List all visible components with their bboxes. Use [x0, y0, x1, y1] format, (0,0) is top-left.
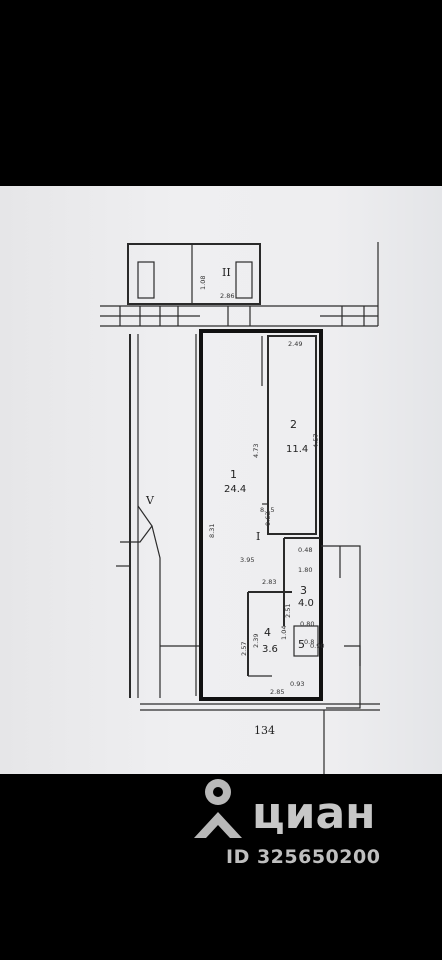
room-2-area: 11.4: [286, 444, 308, 455]
right-annex-cell: [344, 645, 361, 666]
room-3-number: 3: [300, 584, 307, 597]
listing-id: ID 325650200: [226, 846, 381, 868]
main-roman-label: I: [256, 530, 260, 543]
annex-roman-label: II: [222, 266, 231, 279]
dim-3-95: 3.95: [240, 556, 254, 564]
room-4-area: 3.6: [262, 644, 278, 655]
dim-1-04: 1.04: [280, 626, 288, 640]
dim-0-90: 0.90: [310, 642, 324, 650]
floor-plan: 1 24.4 2 11.4 3 4.0 4 3.6 5 0.8 II V I 1…: [100, 242, 380, 774]
annex-window-left: [137, 261, 155, 299]
cian-watermark: циан ID 325650200: [190, 776, 430, 876]
dim-2-86: 2.86: [220, 292, 234, 300]
unit-outline: [199, 329, 323, 701]
annex-outline: [127, 243, 261, 305]
room-1-number: 1: [230, 468, 237, 481]
dim-0-93: 0.93: [290, 680, 304, 688]
room-2-number: 2: [290, 418, 297, 431]
corridor-bend-inner: [151, 525, 161, 698]
dim-0-63: 0.63: [264, 512, 272, 526]
corridor-roman-label: V: [145, 494, 155, 507]
room-5-area: 0.8: [304, 638, 314, 646]
dim-0-80: 0.80: [300, 620, 314, 628]
annex-window-right: [235, 261, 253, 299]
dim-8-31: 8.31: [208, 524, 216, 538]
floor-plan-photo: 1 24.4 2 11.4 3 4.0 4 3.6 5 0.8 II V I 1…: [0, 186, 442, 774]
room-5-outline: [293, 625, 319, 657]
dim-8-15: 8.15: [260, 506, 274, 514]
dim-2-85: 2.85: [270, 688, 284, 696]
dim-2-57: 2.57: [240, 642, 248, 656]
dim-2-39: 2.39: [252, 634, 260, 648]
dim-1-80: 1.80: [298, 566, 312, 574]
corridor-bend: [120, 505, 153, 543]
dim-1-08: 1.08: [199, 276, 207, 290]
room-5-number: 5: [298, 638, 305, 651]
room-2-outline: [267, 335, 317, 535]
brand-name: циан: [252, 788, 376, 839]
dim-4-57: 4.57: [312, 434, 320, 448]
dim-2-49: 2.49: [288, 340, 302, 348]
room-3-area: 4.0: [298, 598, 314, 609]
dim-4-73: 4.73: [252, 444, 260, 458]
dim-2-83: 2.83: [262, 578, 276, 586]
room-1-area: 24.4: [224, 484, 246, 495]
building-number: 134: [254, 724, 275, 737]
map-pin-home-icon: [194, 779, 242, 838]
room-4-number: 4: [264, 626, 271, 639]
dim-0-48: 0.48: [298, 546, 312, 554]
dim-2-51: 2.51: [284, 604, 292, 618]
